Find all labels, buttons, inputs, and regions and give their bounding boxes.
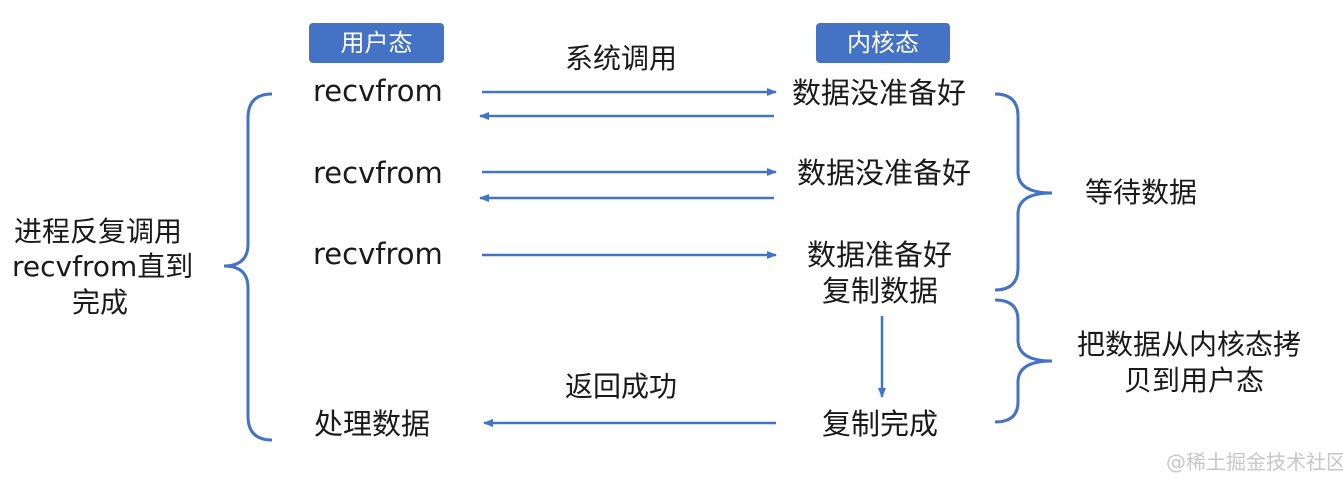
right-brace-wait xyxy=(994,92,1053,292)
kernel-state-not-ready-1: 数据没准备好 xyxy=(792,76,967,110)
left-brace-line-1: 进程反复调用 xyxy=(14,215,183,248)
copy-label-line-1: 把数据从内核态拷 xyxy=(1077,328,1302,361)
recvfrom-call-2: recvfrom xyxy=(313,156,443,190)
process-data-label: 处理数据 xyxy=(314,407,431,441)
kernel-state-not-ready-2: 数据没准备好 xyxy=(797,156,972,190)
wait-data-label: 等待数据 xyxy=(1085,176,1198,209)
kernel-state-copying: 复制数据 xyxy=(822,274,939,308)
recvfrom-call-1: recvfrom xyxy=(313,74,443,108)
user-space-header: 用户态 xyxy=(309,23,444,63)
right-brace-copy xyxy=(994,298,1053,424)
left-brace-line-2: recvfrom直到 xyxy=(12,250,194,283)
return-success-label: 返回成功 xyxy=(565,370,678,403)
recvfrom-call-3: recvfrom xyxy=(313,237,443,271)
kernel-space-header: 内核态 xyxy=(816,23,950,63)
left-brace-line-3: 完成 xyxy=(72,286,129,319)
kernel-state-ready: 数据准备好 xyxy=(807,238,953,272)
syscall-label: 系统调用 xyxy=(565,42,678,75)
kernel-state-copy-done: 复制完成 xyxy=(822,407,939,441)
copy-label-line-2: 贝到用户态 xyxy=(1124,364,1265,397)
left-brace xyxy=(223,92,273,442)
watermark: @稀土掘金技术社区 xyxy=(1166,450,1343,474)
